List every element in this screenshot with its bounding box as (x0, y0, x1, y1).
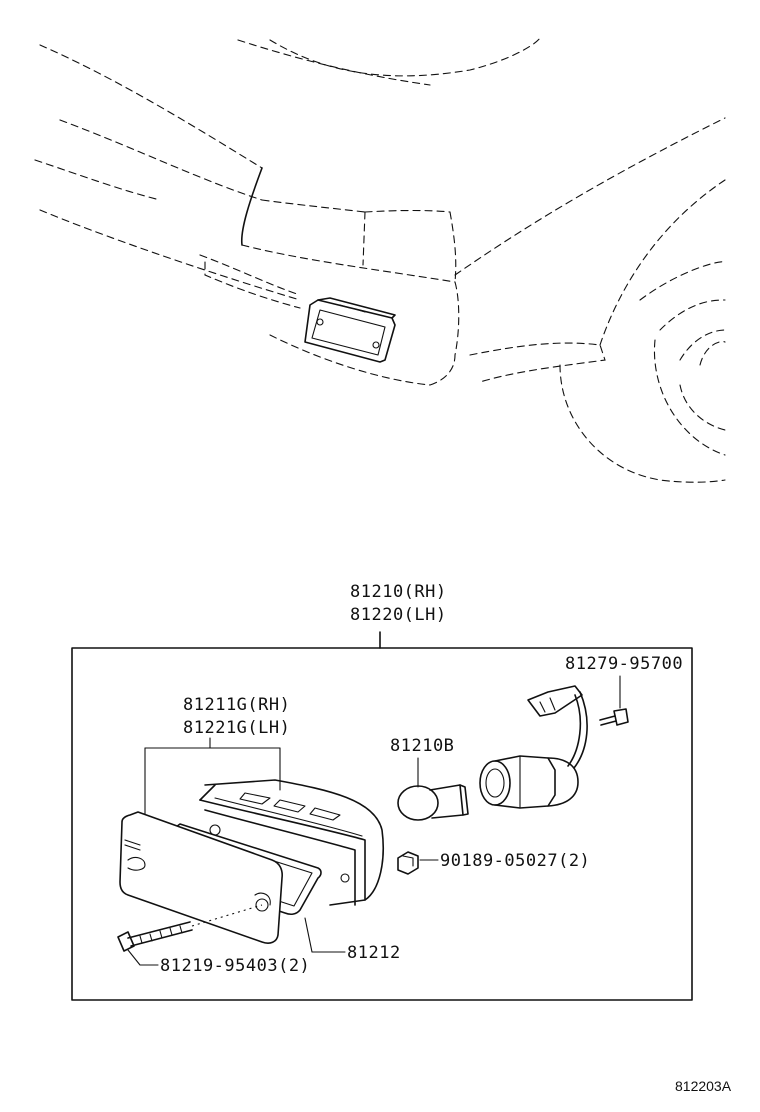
lens-lh-label: 81221G(LH) (183, 718, 290, 738)
bulb-illustration (397, 784, 469, 821)
socket-screw-illustration (599, 708, 629, 726)
nut-label: 90189-05027(2) (440, 851, 590, 871)
reference-code: 812203A (675, 1078, 732, 1094)
gasket-leader (304, 917, 346, 953)
nut-illustration (397, 851, 439, 875)
lens-illustration (119, 811, 283, 944)
assembly-box (71, 631, 693, 1001)
lens-leader-bracket (144, 737, 281, 816)
screw-label: 81219-95403(2) (160, 956, 310, 976)
assembly-part-lh-label: 81220(LH) (350, 605, 447, 625)
socket-illustration (479, 685, 588, 809)
assembly-part-rh-label: 81210(RH) (350, 582, 447, 602)
screw-leader (127, 949, 159, 966)
car-body-illustration (34, 37, 726, 483)
bulb-label: 81210B (390, 736, 454, 756)
lens-rh-label: 81211G(RH) (183, 695, 290, 715)
screw-illustration (117, 904, 263, 952)
side-marker-lamp-on-car (304, 297, 396, 363)
socket-label: 81279-95700 (565, 654, 683, 674)
gasket-label: 81212 (347, 943, 401, 963)
lamp-housing (199, 779, 384, 906)
